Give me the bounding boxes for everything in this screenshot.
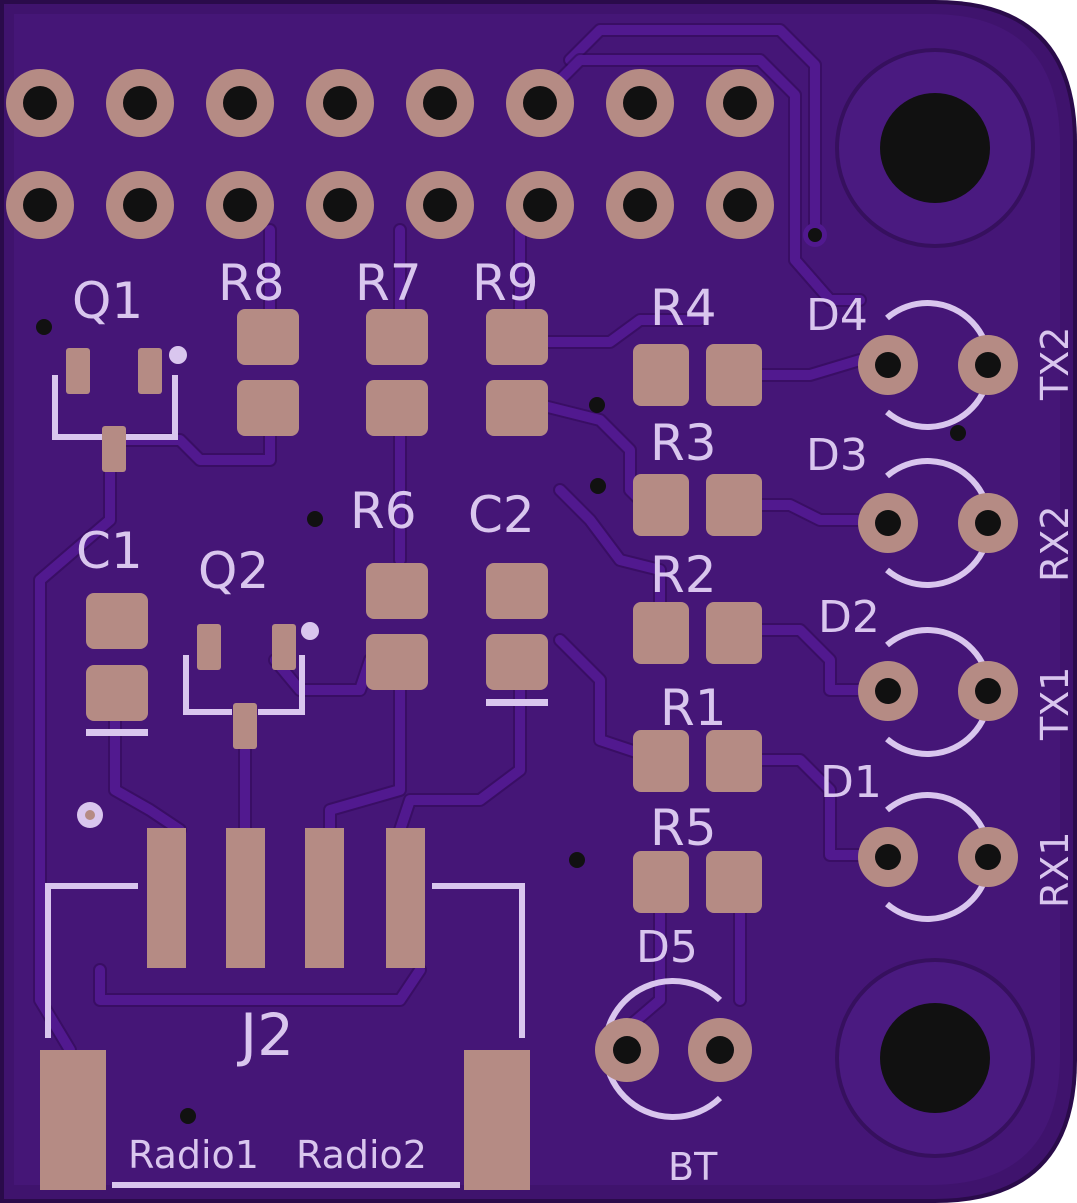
header-row-bottom bbox=[6, 171, 774, 239]
j2-label: J2 bbox=[237, 1001, 294, 1069]
d3-label: D3 bbox=[806, 430, 868, 481]
d1-footprint bbox=[858, 792, 1018, 922]
d4-footprint bbox=[858, 300, 1018, 430]
header-row-top bbox=[6, 69, 774, 137]
d5-label: D5 bbox=[636, 922, 698, 973]
r3-footprint bbox=[633, 474, 762, 536]
r9-footprint bbox=[486, 309, 548, 436]
r6-footprint bbox=[366, 563, 428, 690]
r1-label: R1 bbox=[660, 679, 727, 737]
q2-label: Q2 bbox=[198, 542, 269, 600]
q1-label: Q1 bbox=[72, 272, 143, 330]
d1-label: D1 bbox=[820, 757, 882, 808]
q1-footprint bbox=[52, 346, 187, 472]
r3-label: R3 bbox=[650, 414, 717, 472]
mounting-holes bbox=[835, 48, 1035, 1158]
d2-label: D2 bbox=[818, 592, 880, 643]
c1-footprint bbox=[86, 593, 148, 736]
rx2-label: RX2 bbox=[1033, 505, 1077, 582]
r8-label: R8 bbox=[218, 254, 285, 312]
tx1-label: TX1 bbox=[1033, 667, 1077, 741]
r6-label: R6 bbox=[350, 482, 417, 540]
q2-footprint bbox=[183, 622, 319, 749]
c2-footprint bbox=[486, 563, 548, 706]
c2-label: C2 bbox=[468, 486, 535, 544]
c1-label: C1 bbox=[76, 522, 143, 580]
tx2-label: TX2 bbox=[1033, 327, 1077, 401]
vias bbox=[36, 223, 966, 1124]
d4-label: D4 bbox=[806, 290, 868, 341]
radio2-label: Radio2 bbox=[296, 1133, 427, 1177]
d5-footprint bbox=[595, 978, 752, 1120]
d3-footprint bbox=[858, 458, 1018, 588]
r2-label: R2 bbox=[650, 546, 717, 604]
r1-footprint bbox=[633, 730, 762, 792]
d2-footprint bbox=[858, 627, 1018, 757]
r7-label: R7 bbox=[355, 254, 422, 312]
rx1-label: RX1 bbox=[1033, 831, 1077, 908]
r5-label: R5 bbox=[650, 799, 717, 857]
r4-label: R4 bbox=[650, 279, 717, 337]
r5-footprint bbox=[633, 851, 762, 913]
r4-footprint bbox=[633, 344, 762, 406]
j2-footprint bbox=[40, 802, 530, 1190]
r9-label: R9 bbox=[472, 254, 539, 312]
radio1-label: Radio1 bbox=[128, 1133, 259, 1177]
r2-footprint bbox=[633, 602, 762, 664]
bt-label: BT bbox=[668, 1145, 718, 1189]
r8-footprint bbox=[237, 309, 299, 436]
header-pins bbox=[6, 69, 774, 239]
r7-footprint bbox=[366, 309, 428, 436]
